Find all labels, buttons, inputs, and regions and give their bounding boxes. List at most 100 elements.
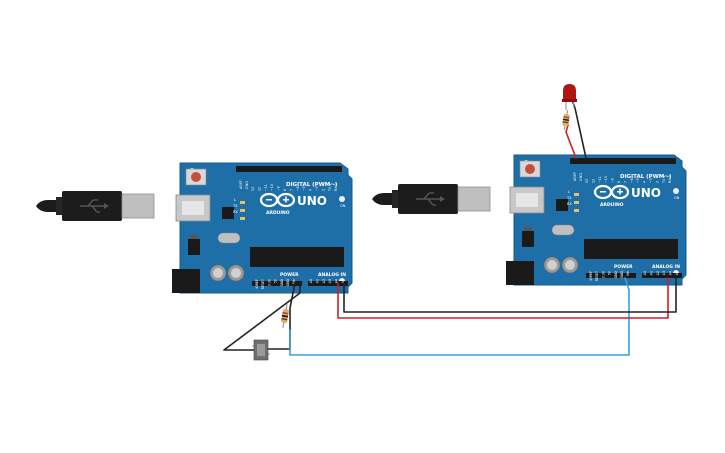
aref-pin-label: AREF [573,172,577,181]
digital-header-label: DIGITAL (PWM~) [286,182,338,188]
pin-label: A3 [662,271,666,275]
pin-label: ~11 [264,184,268,191]
pin-label: TX 1 [662,176,666,184]
gnd-pin-label: GND [245,181,249,189]
pin-label: 13 [251,187,255,191]
pin-label: 5V [274,278,278,283]
pin-label: 4 [643,181,647,183]
pin-label: ~5 [636,178,640,183]
pin-label: ~3 [649,178,653,183]
pin-label: ~3 [315,186,319,191]
pin-label: GND [280,278,284,286]
wire-red-interconnect[interactable] [337,277,669,319]
pin-label: RESET [261,279,265,289]
pin-label: GND [614,270,618,278]
rx-led-label: RX [233,210,238,214]
board-brand-label: ARDUINO [600,202,624,208]
infinity-logo-icon [593,184,630,200]
board-model-label: UNO [297,194,327,208]
gnd-pin-label: GND [579,173,583,181]
pin-label: A3 [328,279,332,283]
pin-label: ~9 [277,186,281,191]
pin-label: 2 [321,189,325,191]
analog-header-label: ANALOG IN [318,272,346,278]
wire-signal-left[interactable] [289,277,630,356]
pin-label: ~11 [598,176,602,183]
pin-label: GND [286,278,290,286]
pin-label: 4 [309,189,313,191]
power-header-label: POWER [280,272,299,278]
pin-label: 8 [283,189,287,191]
pin-label: 3.3V [267,278,271,286]
board-model-label: UNO [631,186,661,200]
pin-label: 8 [617,181,621,183]
pin-label: 12 [591,179,595,183]
wire-gnd-pushbutton[interactable] [223,282,301,351]
aref-pin-label: AREF [239,180,243,189]
pin-label: A4 [335,279,339,283]
pin-label: 7 [623,181,627,183]
pin-label: A1 [315,279,319,283]
board-brand-label: ARDUINO [266,210,290,216]
l-led-label: L [568,190,570,194]
resistor-left[interactable] [280,304,290,329]
pin-label: Vin [292,279,296,284]
pin-label: A1 [649,271,653,275]
infinity-logo-icon [259,192,296,208]
pin-label: GND [620,270,624,278]
pin-label: ~9 [611,178,615,183]
pin-label: ~10 [604,176,608,183]
pin-label: 5V [608,270,612,275]
on-led-label: ON [674,196,680,200]
pin-label: 2 [655,181,659,183]
pin-label: Vin [626,271,630,276]
on-led-label: ON [340,204,346,208]
pin-label: ~10 [270,184,274,191]
wire-led-black[interactable] [571,99,587,159]
power-header-label: POWER [614,264,633,270]
usb-cable-left[interactable] [35,190,155,222]
wire-5v-pushbutton[interactable] [267,282,296,350]
pin-label: A2 [656,271,660,275]
pin-label: A0 [643,271,647,275]
arduino-board-left[interactable]: UNO ARDUINO DIGITAL (PWM~) POWER ANALOG … [171,162,353,294]
usb-cable-right[interactable] [371,183,491,215]
wire-led-red[interactable] [565,124,577,159]
tx-led-label: TX [566,196,572,200]
pin-label: RX 0 [334,184,338,191]
pin-label: ~6 [296,186,300,191]
resistor-right[interactable] [561,110,570,131]
pin-label: A5 [675,271,679,275]
pin-label: 7 [289,189,293,191]
l-led-label: L [234,198,236,202]
pin-label: 13 [585,179,589,183]
pushbutton[interactable] [252,339,270,361]
pin-label: IOREF [589,271,593,281]
led-red[interactable] [562,84,577,110]
wire-black-interconnect[interactable] [343,277,677,313]
pin-label: A0 [309,279,313,283]
pin-label: IOREF [255,279,259,289]
tx-led-label: TX [232,204,238,208]
pin-label: A2 [322,279,326,283]
pin-label: RX 0 [668,176,672,183]
pin-label: RESET [595,271,599,281]
analog-header-label: ANALOG IN [652,264,680,270]
pin-label: ~6 [630,178,634,183]
rx-led-label: RX [567,202,572,206]
pin-label: A5 [341,279,345,283]
arduino-board-right[interactable]: UNO ARDUINO DIGITAL (PWM~) POWER ANALOG … [505,154,687,286]
digital-header-label: DIGITAL (PWM~) [620,174,672,180]
pin-label: 3.3V [601,270,605,278]
pin-label: A4 [669,271,673,275]
pin-label: 12 [257,187,261,191]
pin-label: TX 1 [328,184,332,192]
pin-label: ~5 [302,186,306,191]
